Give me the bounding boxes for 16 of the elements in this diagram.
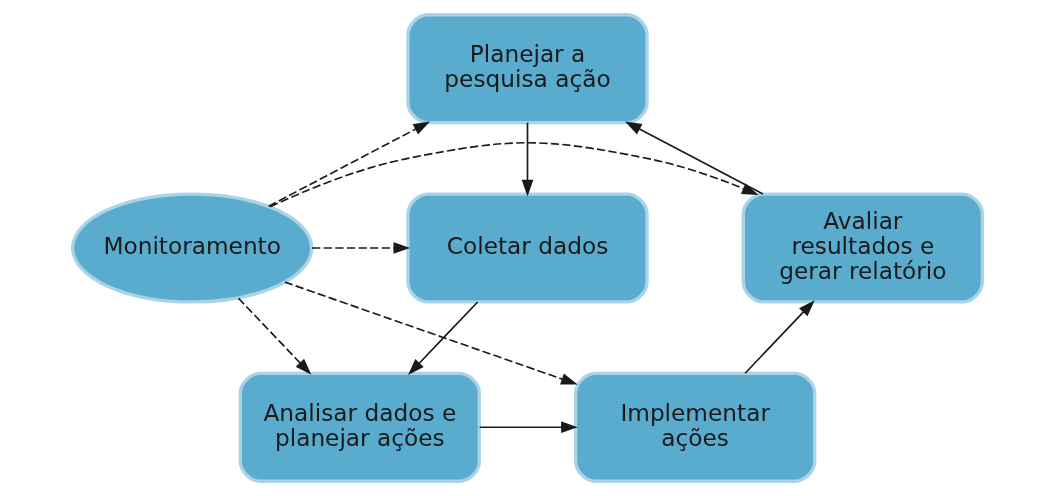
node-box: Implementar ações — [573, 371, 816, 483]
arrow — [267, 121, 430, 208]
arrow — [478, 421, 578, 434]
arrow — [624, 121, 764, 195]
arrow — [743, 300, 815, 375]
arrow — [237, 297, 311, 375]
arrow — [283, 281, 578, 385]
node-box: Avaliar resultados e gerar relatório — [741, 192, 984, 304]
arrow — [407, 301, 478, 376]
node-box: Planejar a pesquisa ação — [405, 13, 649, 125]
arrow — [521, 121, 533, 197]
node-box: Analisar dados e planejar ações — [238, 371, 481, 483]
node-ellipse: Monitoramento — [70, 192, 313, 304]
arrow — [310, 242, 410, 254]
arrow — [268, 141, 759, 208]
node-box: Coletar dados — [405, 192, 649, 304]
